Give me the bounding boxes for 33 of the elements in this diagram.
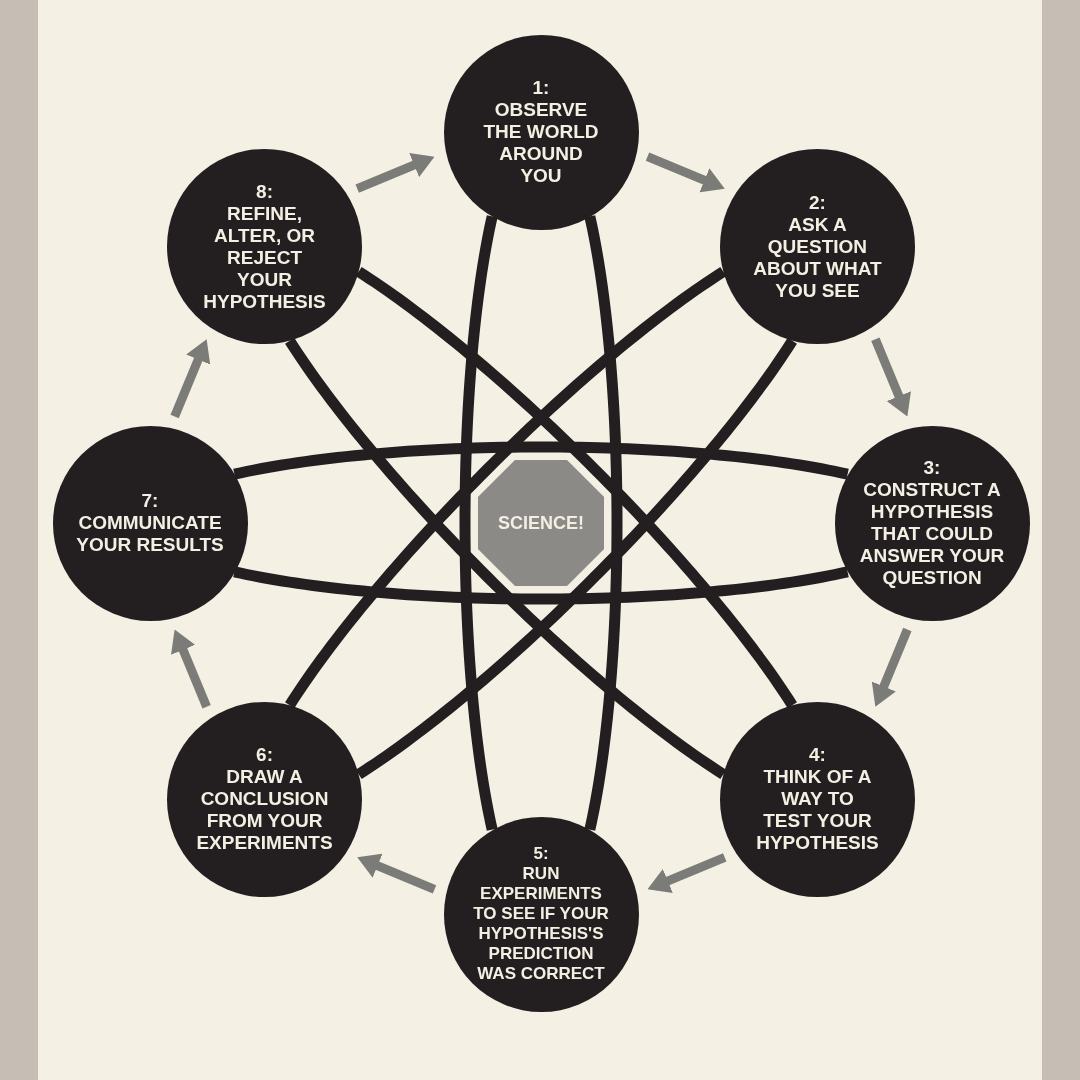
step-text: RUN EXPERIMENTS TO SEE IF YOUR HYPOTHESIS'S PREDICTION WAS CORRECT [472, 864, 610, 984]
step-text: CONSTRUCT A HYPOTHESIS THAT COULD ANSWER YOUR QUESTION [858, 479, 1006, 589]
orbit-line [233, 566, 849, 605]
orbit-line [459, 215, 498, 831]
arrow [647, 853, 727, 893]
step-number: 2: [809, 191, 826, 214]
arrow [871, 627, 912, 707]
step-text: OBSERVE THE WORLD AROUND YOU [482, 99, 600, 187]
step-text: ASK A QUESTION ABOUT WHAT YOU SEE [752, 213, 883, 302]
step-number: 1: [532, 77, 550, 99]
step-number: 5: [533, 844, 549, 864]
orbit-line [285, 267, 727, 709]
orbit-line [233, 441, 849, 480]
step-number: 8: [256, 180, 273, 203]
step-text: DRAW A CONCLUSION FROM YOUR EXPERIMENTS [195, 766, 334, 855]
step-number: 6: [256, 744, 273, 767]
orbit-line [584, 215, 623, 831]
step-number: 7: [141, 490, 159, 512]
arrow [871, 337, 911, 417]
orbit-line [355, 337, 797, 779]
step-text: REFINE, ALTER, OR REJECT YOUR HYPOTHESIS [202, 202, 327, 313]
arrow [645, 152, 725, 193]
step-number: 3: [923, 457, 941, 479]
arrow [171, 629, 211, 709]
center-label: SCIENCE! [498, 512, 584, 534]
step-text: THINK OF A WAY TO TEST YOUR HYPOTHESIS [755, 766, 880, 855]
orbit-line [355, 267, 797, 709]
arrow [170, 339, 211, 419]
step-text: COMMUNICATE YOUR RESULTS [76, 512, 224, 556]
arrow [357, 853, 437, 894]
step-number: 4: [809, 744, 826, 767]
arrow [355, 153, 435, 193]
orbit-line [285, 337, 727, 779]
